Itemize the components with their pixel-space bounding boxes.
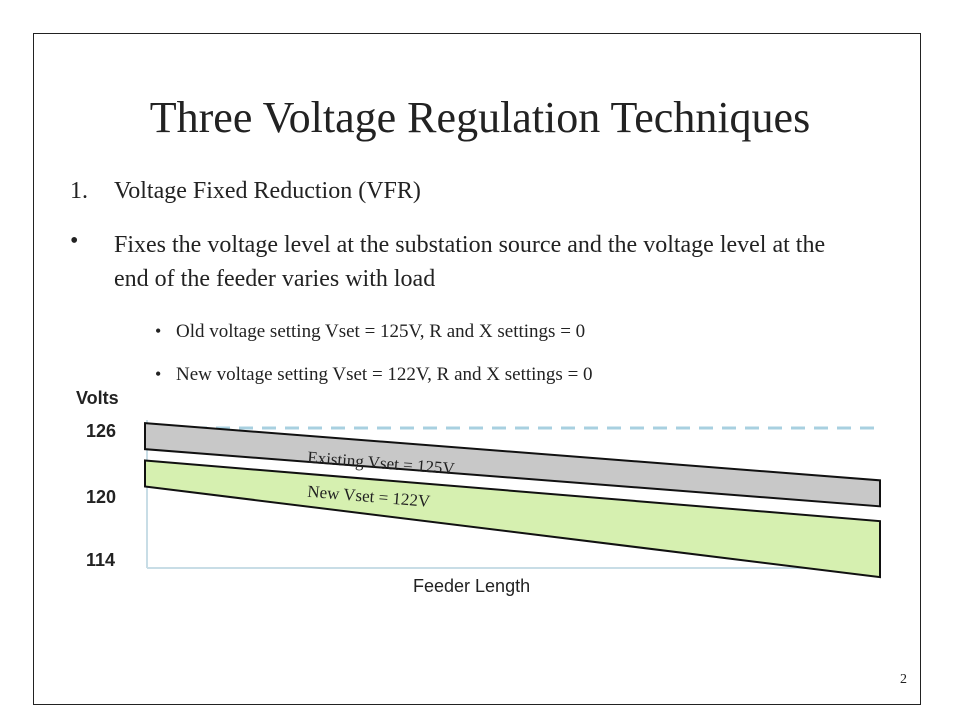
list-item-text: Voltage Fixed Reduction (VFR) bbox=[114, 178, 421, 204]
sub-bullet-text: Old voltage setting Vset = 125V, R and X… bbox=[176, 321, 586, 342]
slide-title: Three Voltage Regulation Techniques bbox=[149, 93, 811, 142]
y-axis-label: Volts bbox=[76, 388, 119, 408]
page-number: 2 bbox=[900, 672, 907, 687]
y-tick-label: 120 bbox=[86, 487, 117, 507]
list-item-number: 1. bbox=[70, 178, 88, 204]
sub-bullet-mark: • bbox=[155, 364, 162, 384]
x-axis-label: Feeder Length bbox=[413, 576, 531, 596]
y-tick-label: 126 bbox=[86, 421, 117, 441]
bullet-mark: • bbox=[70, 228, 79, 254]
series-band-existing bbox=[144, 422, 881, 508]
bullet-text: Fixes the voltage level at the substatio… bbox=[114, 232, 826, 292]
sub-bullet-text: New voltage setting Vset = 122V, R and X… bbox=[176, 364, 593, 385]
y-tick-label: 114 bbox=[86, 550, 116, 570]
sub-bullet-mark: • bbox=[155, 321, 162, 341]
series-band-new bbox=[144, 459, 881, 579]
slide-frame bbox=[33, 33, 921, 705]
